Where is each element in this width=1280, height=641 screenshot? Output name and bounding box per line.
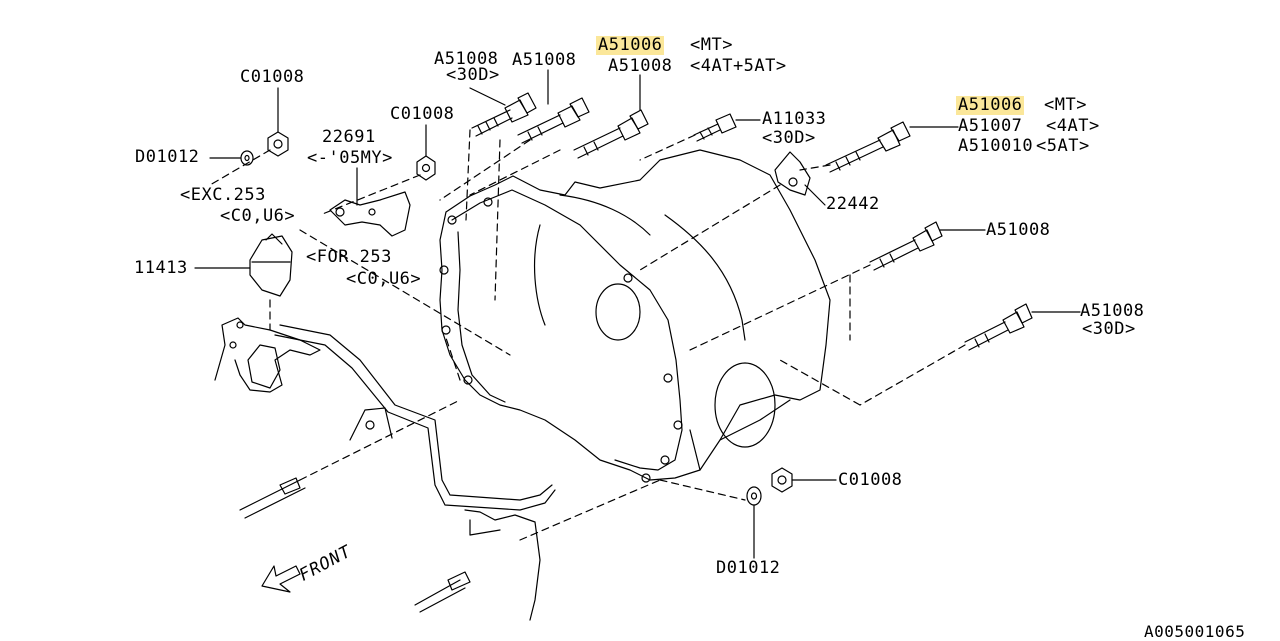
label-for-253: <FOR 253	[306, 247, 392, 267]
assembly-leader-lines	[210, 130, 965, 540]
label-a11033[interactable]: A11033	[762, 109, 827, 129]
label-a51008-lower-note: <30D>	[1082, 319, 1136, 339]
label-a51008-lower[interactable]: A51008	[1080, 301, 1145, 321]
label-leader-lines	[195, 70, 1080, 558]
label-exc-c0u6: <C0,U6>	[220, 206, 296, 226]
label-exc-253: <EXC.253	[180, 185, 266, 205]
label-a51006-mt-right[interactable]: A51006	[956, 95, 1025, 115]
nut-c01008-bottom	[772, 468, 792, 492]
label-a51008-4at5at[interactable]: A51008	[608, 56, 673, 76]
label-mt-note-right: <MT>	[1044, 95, 1087, 115]
front-arrow-icon	[262, 566, 300, 592]
label-for-c0u6: <C0,U6>	[346, 269, 422, 289]
bolt-a51008-30d	[472, 93, 536, 136]
bolt-a51008-lower	[965, 304, 1032, 350]
transmission-housing	[440, 150, 830, 482]
label-22691[interactable]: 22691	[322, 127, 376, 147]
bolt-a51008-right	[870, 222, 942, 270]
front-label: FRONT	[296, 541, 356, 586]
bolt-a51008-top	[518, 98, 589, 143]
label-4at5at-note: <4AT+5AT>	[690, 56, 787, 76]
engine-mount-left	[215, 318, 320, 392]
diagram-id: A005001065	[1144, 622, 1246, 641]
pipe-left	[240, 325, 555, 620]
label-c01008-top[interactable]: C01008	[240, 67, 305, 87]
bolt-a51006-mt-top	[574, 110, 648, 158]
label-a11033-note: <30D>	[762, 128, 816, 148]
label-a51006-mt-top[interactable]: A51006	[596, 35, 665, 55]
label-a51008-30d[interactable]: A51008	[434, 49, 499, 69]
label-mt-note-top: <MT>	[690, 35, 733, 55]
label-a510010[interactable]: A510010	[958, 136, 1034, 156]
label-a51008-30d-note: <30D>	[446, 65, 500, 85]
label-22691-note: <-'05MY>	[307, 148, 393, 168]
label-c01008-bottom[interactable]: C01008	[838, 470, 903, 490]
label-a51008-right[interactable]: A51008	[986, 220, 1051, 240]
label-d01012-left[interactable]: D01012	[135, 147, 200, 167]
label-4at-note: <4AT>	[1046, 116, 1100, 136]
bolt-a11033	[694, 114, 736, 141]
label-22442[interactable]: 22442	[826, 194, 880, 214]
label-a51007[interactable]: A51007	[958, 116, 1023, 136]
bracket-22442	[775, 152, 810, 195]
cover-11413	[250, 234, 292, 296]
bolt-a51006-mt-right	[826, 122, 910, 172]
label-11413[interactable]: 11413	[134, 258, 188, 278]
label-c01008-mid[interactable]: C01008	[390, 104, 455, 124]
label-a51008-top[interactable]: A51008	[512, 50, 577, 70]
label-5at-note: <5AT>	[1036, 136, 1090, 156]
label-d01012-bottom[interactable]: D01012	[716, 558, 781, 578]
